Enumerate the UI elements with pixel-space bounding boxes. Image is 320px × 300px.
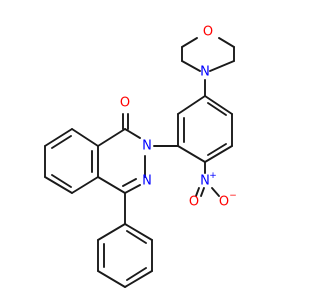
bond: [124, 128, 141, 139]
bond: [71, 128, 99, 147]
bond: [218, 37, 235, 48]
bond: [209, 60, 235, 72]
bond: [204, 95, 233, 115]
bond: [97, 176, 126, 194]
nitro-oxide-label: O: [219, 195, 229, 210]
bond: [51, 174, 72, 188]
morpholine-nitrogen-label: N: [200, 65, 210, 80]
bond: [51, 135, 72, 149]
bond: [207, 102, 227, 116]
bond: [177, 95, 206, 115]
nitro-oxygen-label: O: [189, 195, 199, 210]
bond: [195, 187, 200, 197]
bond: [44, 128, 73, 147]
bond: [126, 267, 147, 281]
molecule-drawing: O N O N N N + O O −: [44, 25, 237, 288]
bond: [207, 143, 227, 156]
bond: [97, 223, 126, 241]
ring-nitrogen-3-label: N: [142, 174, 152, 189]
bond: [181, 60, 201, 72]
bond: [124, 270, 153, 288]
bond: [177, 145, 206, 163]
bond: [97, 270, 126, 288]
bond: [124, 184, 141, 194]
bond: [126, 230, 147, 244]
bond: [44, 176, 73, 194]
bond: [71, 176, 99, 194]
carbonyl-oxygen-label: O: [120, 96, 130, 111]
bond: [124, 223, 153, 241]
bond-layer: [44, 37, 235, 288]
nitro-oxide-charge: −: [229, 191, 237, 201]
structure-canvas: O N O N N N + O O −: [44, 24, 237, 288]
bond: [122, 178, 137, 187]
morpholine-oxygen-label: O: [203, 25, 213, 40]
bond: [97, 128, 126, 147]
nitro-nitrogen-label: N: [200, 174, 210, 189]
bond: [181, 37, 198, 48]
ring-nitrogen-2-label: N: [142, 139, 152, 154]
bond: [200, 187, 205, 197]
bond: [204, 145, 233, 163]
bond: [211, 187, 220, 197]
nitro-nitrogen-charge: +: [209, 171, 217, 181]
atom-label-layer: O N O N N N + O O −: [120, 25, 237, 210]
